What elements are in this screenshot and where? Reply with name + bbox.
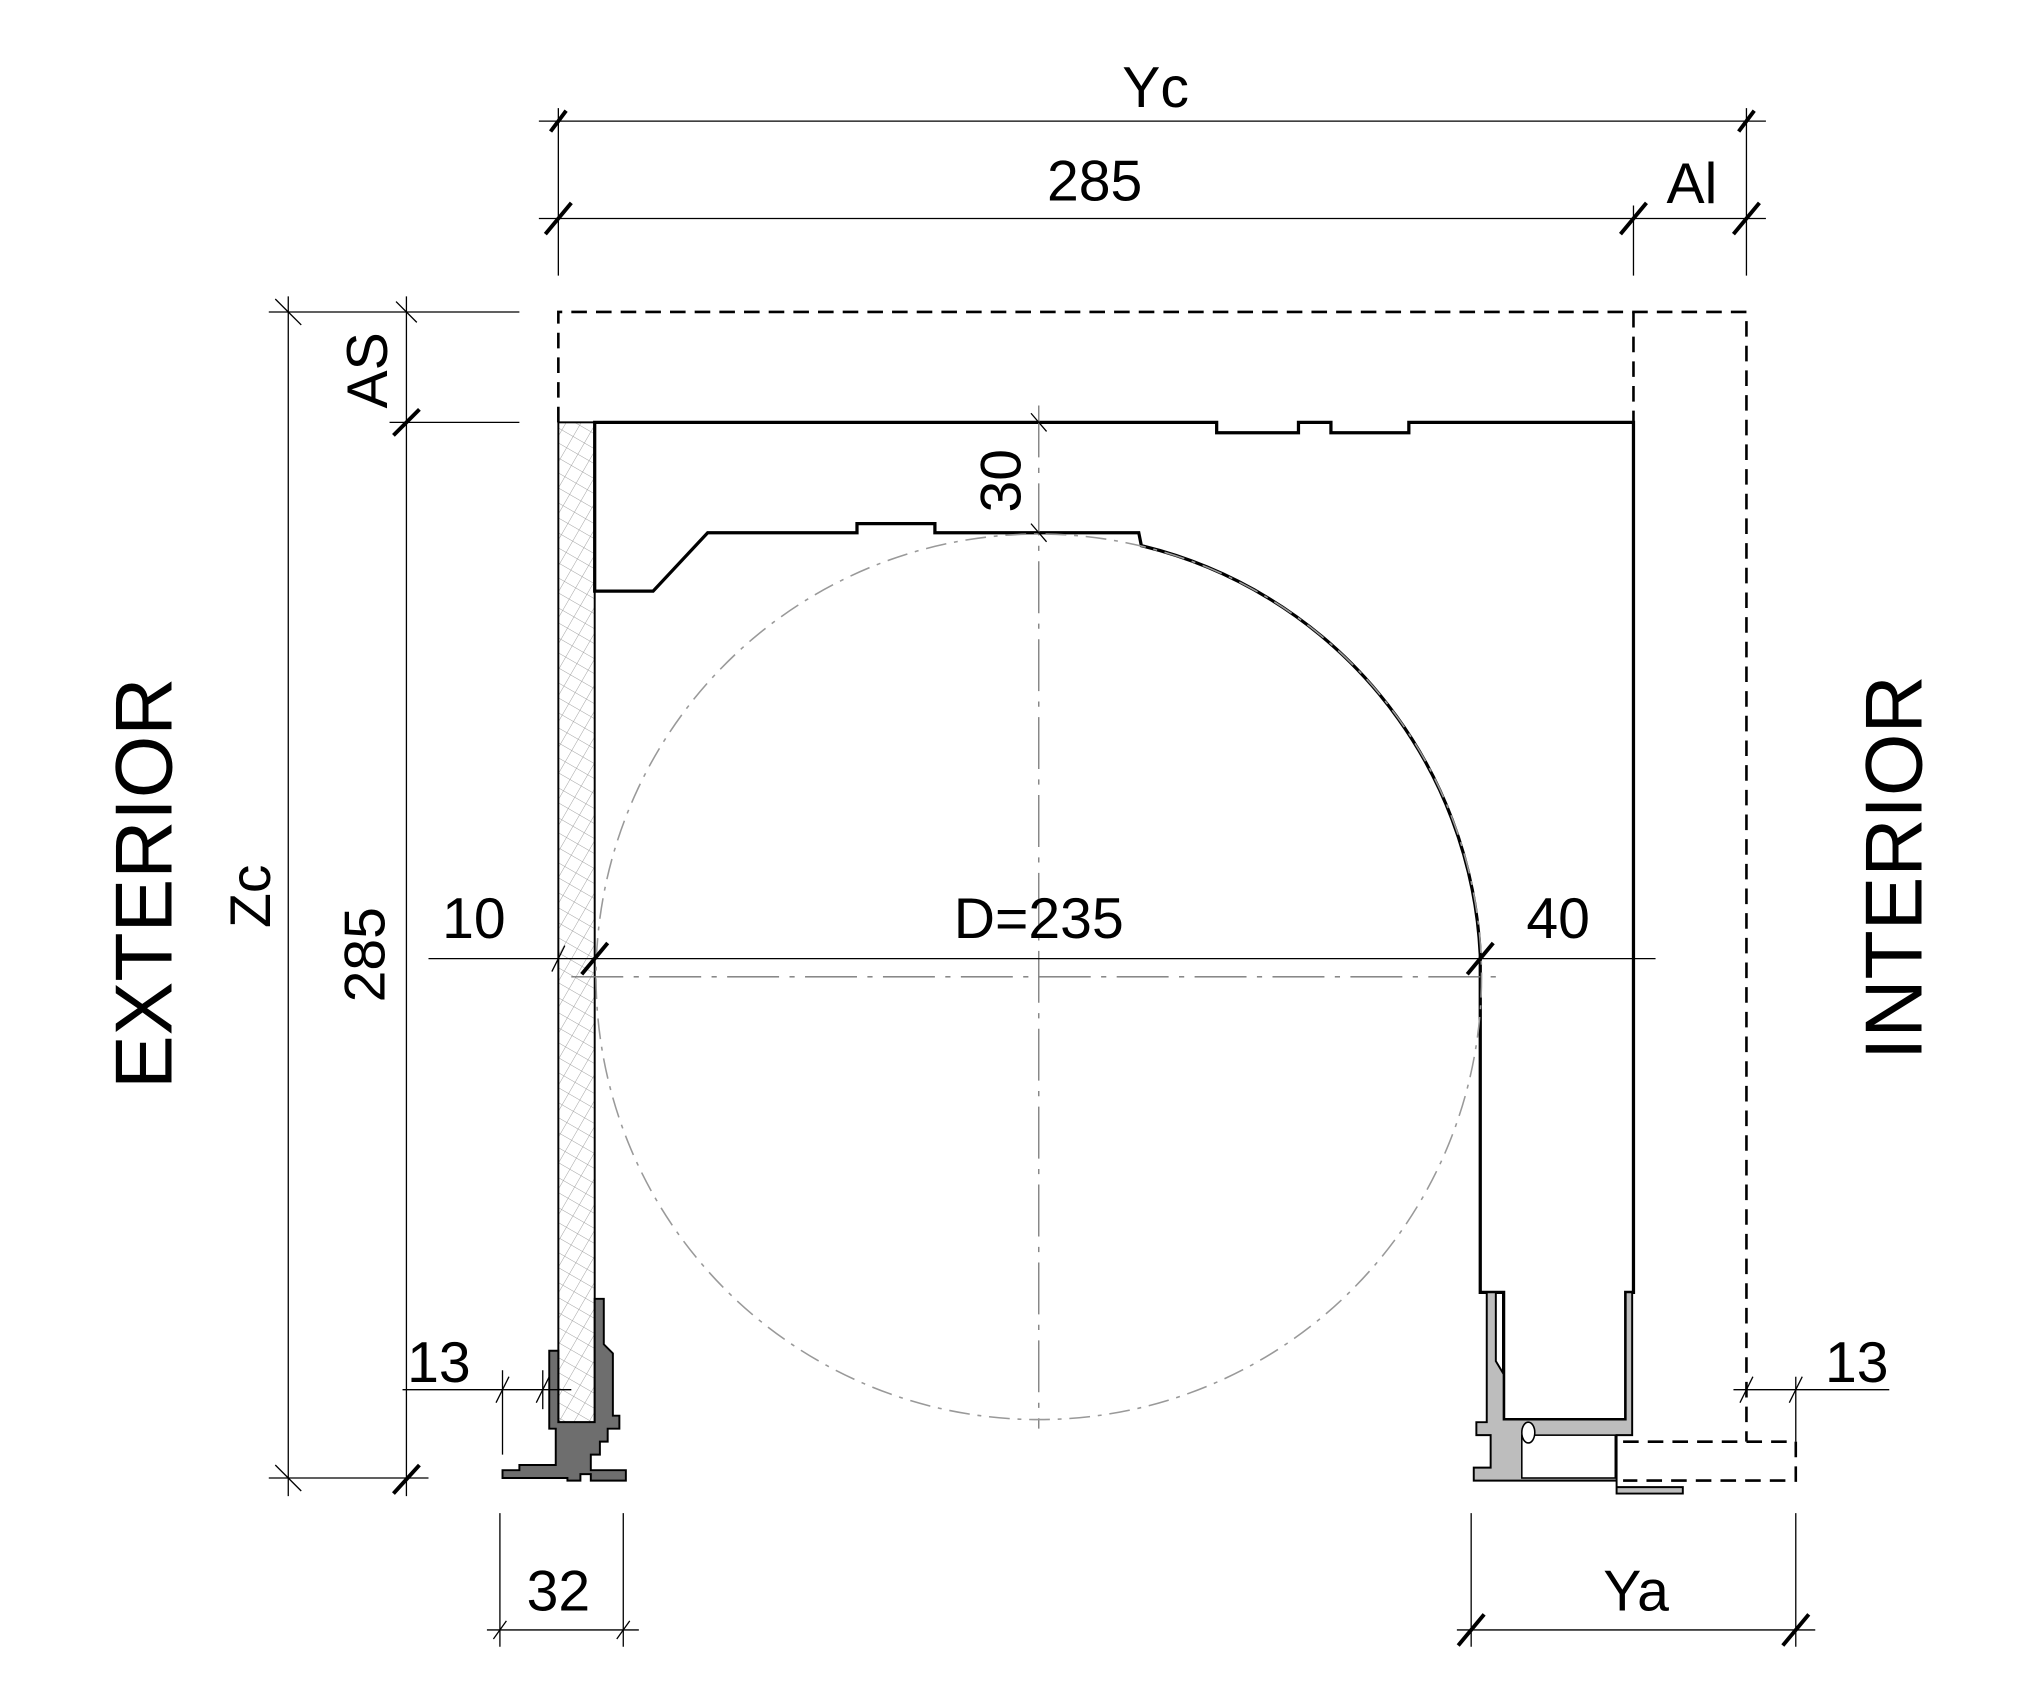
dimension-32: 32 xyxy=(486,1513,639,1647)
label-40: 40 xyxy=(1526,887,1590,951)
label-interior: INTERIOR xyxy=(1850,675,1940,1060)
dimension-zc: Zc xyxy=(219,296,520,1497)
label-ya: Ya xyxy=(1603,1559,1669,1623)
label-height-285: 285 xyxy=(333,907,397,1002)
label-zc: Zc xyxy=(219,865,283,928)
label-30: 30 xyxy=(970,449,1034,513)
dimension-right-13: 13 xyxy=(1733,1331,1890,1442)
dimension-height-285: 285 AS xyxy=(333,296,520,1497)
right-profile-chamber xyxy=(1521,1434,1617,1479)
label-as: AS xyxy=(336,332,400,408)
dimension-yc: Yc xyxy=(538,56,1766,276)
label-right-13: 13 xyxy=(1825,1331,1889,1395)
roll-diameter-circle xyxy=(595,533,1483,1421)
label-left-13: 13 xyxy=(407,1331,471,1395)
left-guide-profile xyxy=(501,1297,627,1482)
dimension-diameter-row: 10 D=235 40 xyxy=(428,887,1656,976)
label-al: Al xyxy=(1667,152,1718,216)
insulation-panel xyxy=(557,421,596,1424)
allowance-outline xyxy=(557,310,1798,1482)
label-32: 32 xyxy=(527,1559,591,1623)
label-10: 10 xyxy=(442,887,506,951)
right-profile-hole xyxy=(1521,1421,1536,1444)
dimension-ya: Ya xyxy=(1456,1513,1816,1647)
label-diameter: D=235 xyxy=(954,887,1124,951)
label-exterior: EXTERIOR xyxy=(99,678,189,1090)
dimension-top-thickness: 30 xyxy=(970,412,1048,543)
label-yc: Yc xyxy=(1122,56,1189,120)
dimension-left-13: 13 xyxy=(402,1331,572,1455)
dimension-width-285: 285 Al xyxy=(538,149,1766,276)
label-width-285: 285 xyxy=(1047,149,1142,213)
